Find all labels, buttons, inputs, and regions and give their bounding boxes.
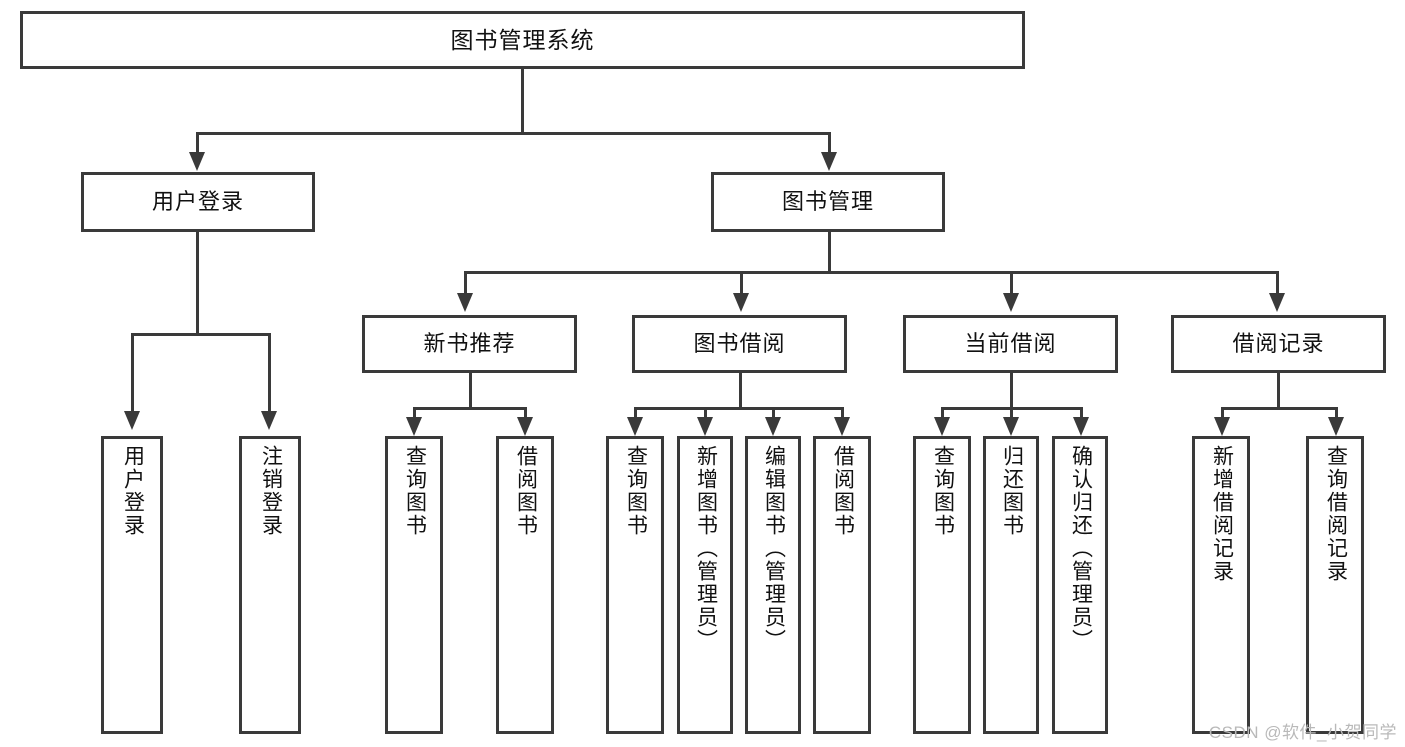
connector-br-to-leaf-2 [1335, 407, 1338, 421]
node-leaf-logout[interactable]: 注销登录 [239, 436, 301, 734]
node-root-book-management-system[interactable]: 图书管理系统 [20, 11, 1025, 69]
node-label: 查询图书 [931, 445, 955, 537]
arrow-root-to-book-management [821, 152, 837, 171]
node-label: 图书借阅 [693, 331, 786, 356]
node-leaf-borrow-book-2[interactable]: 借阅图书 [813, 436, 871, 734]
node-borrow-record[interactable]: 借阅记录 [1171, 315, 1386, 373]
arrow-cb-to-leaf-1 [934, 417, 950, 436]
node-label: 编辑图书（管理员） [762, 445, 786, 652]
connector-nb-to-leaf-1 [413, 407, 416, 421]
connector-new-book-bus [413, 407, 527, 410]
connector-bb-to-leaf-4 [841, 407, 844, 421]
node-leaf-confirm-return[interactable]: 确认归还（管理员） [1052, 436, 1108, 734]
connector-book-borrow-bus [634, 407, 844, 410]
node-leaf-query-record[interactable]: 查询借阅记录 [1306, 436, 1364, 734]
node-book-borrow[interactable]: 图书借阅 [632, 315, 847, 373]
connector-root-to-user-login [196, 132, 199, 157]
node-leaf-query-book-1[interactable]: 查询图书 [385, 436, 443, 734]
connector-new-book-stem [469, 373, 472, 410]
node-label: 查询图书 [403, 445, 427, 537]
connector-borrow-record-bus [1221, 407, 1338, 410]
connector-current-borrow-stem [1010, 373, 1013, 410]
node-label: 图书管理系统 [450, 26, 595, 53]
node-user-login[interactable]: 用户登录 [81, 172, 315, 232]
node-label: 当前借阅 [964, 331, 1057, 356]
arrow-root-to-user-login [189, 152, 205, 171]
connector-bb-to-leaf-3 [772, 407, 775, 421]
node-leaf-add-book[interactable]: 新增图书（管理员） [677, 436, 733, 734]
connector-bb-to-leaf-2 [704, 407, 707, 421]
connector-cb-to-leaf-3 [1080, 407, 1083, 421]
node-book-management[interactable]: 图书管理 [711, 172, 945, 232]
connector-user-login-to-leaf-1 [131, 333, 134, 415]
arrow-bb-to-leaf-3 [765, 417, 781, 436]
node-label: 注销登录 [259, 445, 283, 537]
node-leaf-borrow-book-1[interactable]: 借阅图书 [496, 436, 554, 734]
node-label: 归还图书 [1000, 445, 1024, 537]
arrow-cb-to-leaf-2 [1003, 417, 1019, 436]
node-leaf-user-login[interactable]: 用户登录 [101, 436, 163, 734]
connector-nb-to-leaf-2 [524, 407, 527, 421]
connector-book-borrow-stem [739, 373, 742, 410]
arrow-bm-to-new-book [457, 293, 473, 312]
arrow-nb-to-leaf-2 [517, 417, 533, 436]
arrow-br-to-leaf-2 [1328, 417, 1344, 436]
arrow-bm-to-borrow-record [1269, 293, 1285, 312]
arrow-user-login-to-leaf-2 [261, 411, 277, 430]
node-label: 新书推荐 [423, 331, 516, 356]
node-label: 借阅记录 [1232, 331, 1325, 356]
connector-bb-to-leaf-1 [634, 407, 637, 421]
node-label: 用户登录 [121, 445, 145, 537]
connector-book-management-bus [464, 271, 1278, 274]
connector-cb-to-leaf-1 [941, 407, 944, 421]
connector-root-bus [196, 132, 831, 135]
connector-bm-to-new-book [464, 271, 467, 296]
node-label: 新增图书（管理员） [694, 445, 718, 652]
connector-cb-to-leaf-2 [1010, 407, 1013, 421]
connector-bm-to-book-borrow [740, 271, 743, 296]
connector-br-to-leaf-1 [1221, 407, 1224, 421]
connector-user-login-to-leaf-2 [268, 333, 271, 415]
node-label: 借阅图书 [831, 445, 855, 537]
node-current-borrow[interactable]: 当前借阅 [903, 315, 1118, 373]
node-leaf-add-record[interactable]: 新增借阅记录 [1192, 436, 1250, 734]
arrow-nb-to-leaf-1 [406, 417, 422, 436]
connector-book-management-stem [828, 232, 831, 273]
node-leaf-query-book-3[interactable]: 查询图书 [913, 436, 971, 734]
connector-borrow-record-stem [1277, 373, 1280, 410]
connector-root-stem [521, 69, 524, 134]
node-label: 图书管理 [781, 189, 874, 214]
connector-user-login-stem [196, 232, 199, 335]
node-leaf-edit-book[interactable]: 编辑图书（管理员） [745, 436, 801, 734]
connector-bm-to-borrow-record [1276, 271, 1279, 296]
node-label: 借阅图书 [514, 445, 538, 537]
arrow-cb-to-leaf-3 [1073, 417, 1089, 436]
connector-bm-to-current-borrow [1010, 271, 1013, 296]
node-label: 用户登录 [151, 189, 244, 214]
node-label: 查询图书 [624, 445, 648, 537]
node-leaf-return-book[interactable]: 归还图书 [983, 436, 1039, 734]
arrow-bm-to-current-borrow [1003, 293, 1019, 312]
node-new-book-recommend[interactable]: 新书推荐 [362, 315, 577, 373]
node-leaf-query-book-2[interactable]: 查询图书 [606, 436, 664, 734]
arrow-bb-to-leaf-1 [627, 417, 643, 436]
arrow-br-to-leaf-1 [1214, 417, 1230, 436]
arrow-bb-to-leaf-4 [834, 417, 850, 436]
arrow-bm-to-book-borrow [733, 293, 749, 312]
node-label: 查询借阅记录 [1324, 445, 1348, 583]
node-label: 确认归还（管理员） [1069, 445, 1093, 652]
node-label: 新增借阅记录 [1210, 445, 1234, 583]
arrow-user-login-to-leaf-1 [124, 411, 140, 430]
arrow-bb-to-leaf-2 [697, 417, 713, 436]
connector-user-login-bus [131, 333, 271, 336]
connector-root-to-book-management [828, 132, 831, 157]
